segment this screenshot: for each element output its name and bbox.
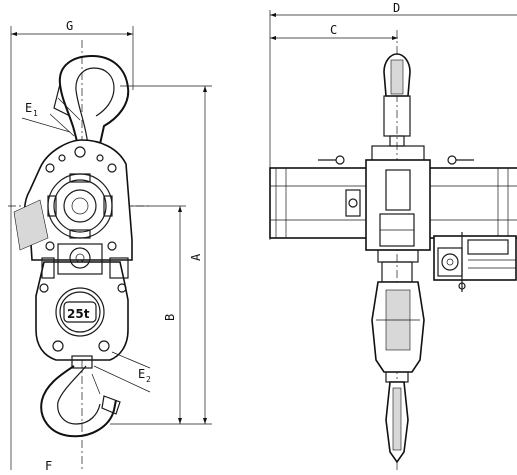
side-top-hook [383,53,411,147]
side-main-body [269,145,517,251]
bottom-hook [40,365,121,438]
dimension-label-e2-sub: 2 [146,375,151,384]
dimension-a: A [110,85,212,425]
capacity-label: 25t [67,307,90,321]
lower-body: 25t [35,243,129,369]
dimension-e1: E 1 [21,101,71,133]
dimension-label-f: F [45,459,52,473]
dimension-label-e1-sub: 1 [33,109,38,118]
dimension-label-e1: E [25,101,32,115]
dimension-label-a: A [189,253,203,261]
dimension-label-g: G [66,19,73,33]
dimension-c: C [270,23,398,40]
side-view: D C [269,1,517,470]
front-view: G A B [8,19,212,473]
dimension-b: B [120,205,186,424]
dimension-label-c: C [330,23,337,37]
dimension-label-b: B [163,314,177,321]
side-motor [433,232,517,292]
top-hook [49,54,130,149]
dimension-e2: E 2 [93,351,151,393]
upper-housing [13,139,133,261]
dimension-label-e2: E [138,367,145,381]
dimension-label-d: D [393,1,400,15]
dimension-g: G [10,19,134,470]
side-lower-block [371,249,425,464]
